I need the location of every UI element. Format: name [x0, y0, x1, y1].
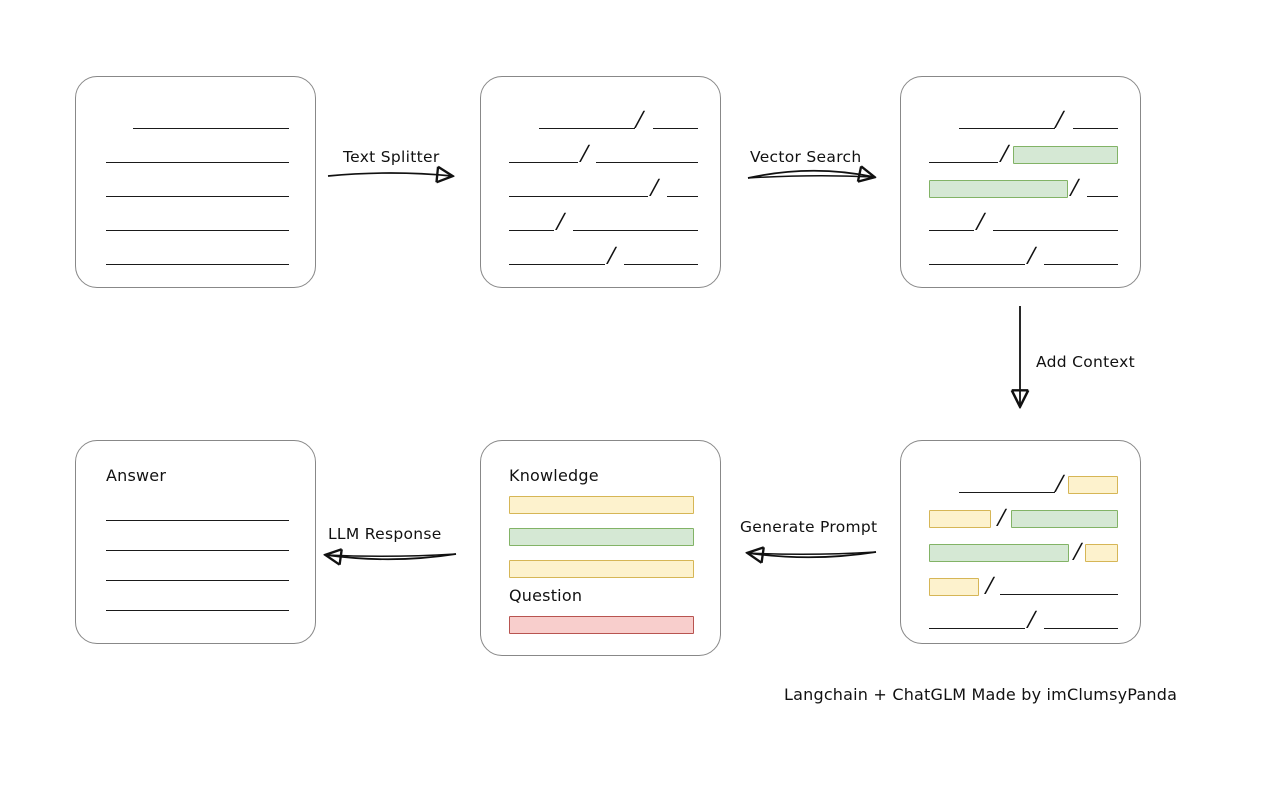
matched-document-box[interactable]: / / / / / [900, 76, 1141, 288]
highlight-chip-yellow [929, 510, 991, 528]
context-document-box[interactable]: / / / / / [900, 440, 1141, 644]
diagram-caption: Langchain + ChatGLM Made by imClumsyPand… [784, 685, 1178, 704]
text-line [667, 196, 698, 197]
answer-box-title: Answer [106, 466, 167, 485]
knowledge-label: Knowledge [509, 466, 599, 485]
question-label: Question [509, 586, 583, 605]
edge-label-generate-prompt: Generate Prompt [740, 518, 878, 536]
text-line [133, 128, 289, 129]
text-line [106, 520, 289, 521]
segment-separator-slash: / [1025, 607, 1038, 631]
text-line [959, 128, 1055, 129]
text-line [1044, 628, 1118, 629]
text-line [509, 230, 554, 231]
text-line [509, 162, 578, 163]
text-line [929, 162, 998, 163]
highlight-chip-green [1011, 510, 1118, 528]
text-line [539, 128, 635, 129]
knowledge-bar-green [509, 528, 694, 546]
segment-separator-slash: / [995, 505, 1008, 529]
split-document-box[interactable]: / / / / / [480, 76, 721, 288]
text-line [1087, 196, 1118, 197]
text-line [106, 162, 289, 163]
text-line [1044, 264, 1118, 265]
answer-box[interactable]: Answer [75, 440, 316, 644]
segment-separator-slash: / [633, 107, 646, 131]
highlight-chip-yellow [929, 578, 979, 596]
knowledge-bar-yellow [509, 496, 694, 514]
text-line [106, 196, 289, 197]
segment-separator-slash: / [1053, 107, 1066, 131]
segment-separator-slash: / [554, 209, 567, 233]
segment-separator-slash: / [974, 209, 987, 233]
highlight-chip-yellow [1068, 476, 1118, 494]
text-line [106, 230, 289, 231]
text-line [653, 128, 698, 129]
source-document-box[interactable] [75, 76, 316, 288]
text-line [573, 230, 698, 231]
edge-vector-search-arrow [747, 171, 874, 178]
highlight-chip-green [929, 180, 1068, 198]
edge-label-text-splitter: Text Splitter [343, 148, 440, 166]
highlight-chip-green [1013, 146, 1118, 164]
text-line [993, 230, 1118, 231]
segment-separator-slash: / [578, 141, 591, 165]
segment-separator-slash: / [605, 243, 618, 267]
text-line [1000, 594, 1118, 595]
question-bar-red [509, 616, 694, 634]
edge-llm-response-arrow [326, 554, 457, 559]
edge-label-add-context: Add Context [1036, 353, 1135, 371]
segment-separator-slash: / [648, 175, 661, 199]
text-line [596, 162, 698, 163]
edge-label-vector-search: Vector Search [750, 148, 862, 166]
text-line [929, 230, 974, 231]
segment-separator-slash: / [998, 141, 1011, 165]
text-line [929, 264, 1025, 265]
edge-generate-prompt-arrow [748, 552, 877, 557]
text-line [106, 580, 289, 581]
text-line [106, 264, 289, 265]
text-line [509, 196, 648, 197]
text-line [624, 264, 698, 265]
highlight-chip-yellow [1085, 544, 1118, 562]
text-line [1073, 128, 1118, 129]
text-line [106, 610, 289, 611]
segment-separator-slash: / [1053, 471, 1066, 495]
text-line [106, 550, 289, 551]
segment-separator-slash: / [1071, 539, 1084, 563]
segment-separator-slash: / [1068, 175, 1081, 199]
edge-label-llm-response: LLM Response [328, 525, 442, 543]
text-line [959, 492, 1055, 493]
segment-separator-slash: / [983, 573, 996, 597]
segment-separator-slash: / [1025, 243, 1038, 267]
edge-text-splitter-arrow [327, 173, 452, 176]
text-line [509, 264, 605, 265]
knowledge-bar-yellow [509, 560, 694, 578]
highlight-chip-green [929, 544, 1069, 562]
text-line [929, 628, 1025, 629]
